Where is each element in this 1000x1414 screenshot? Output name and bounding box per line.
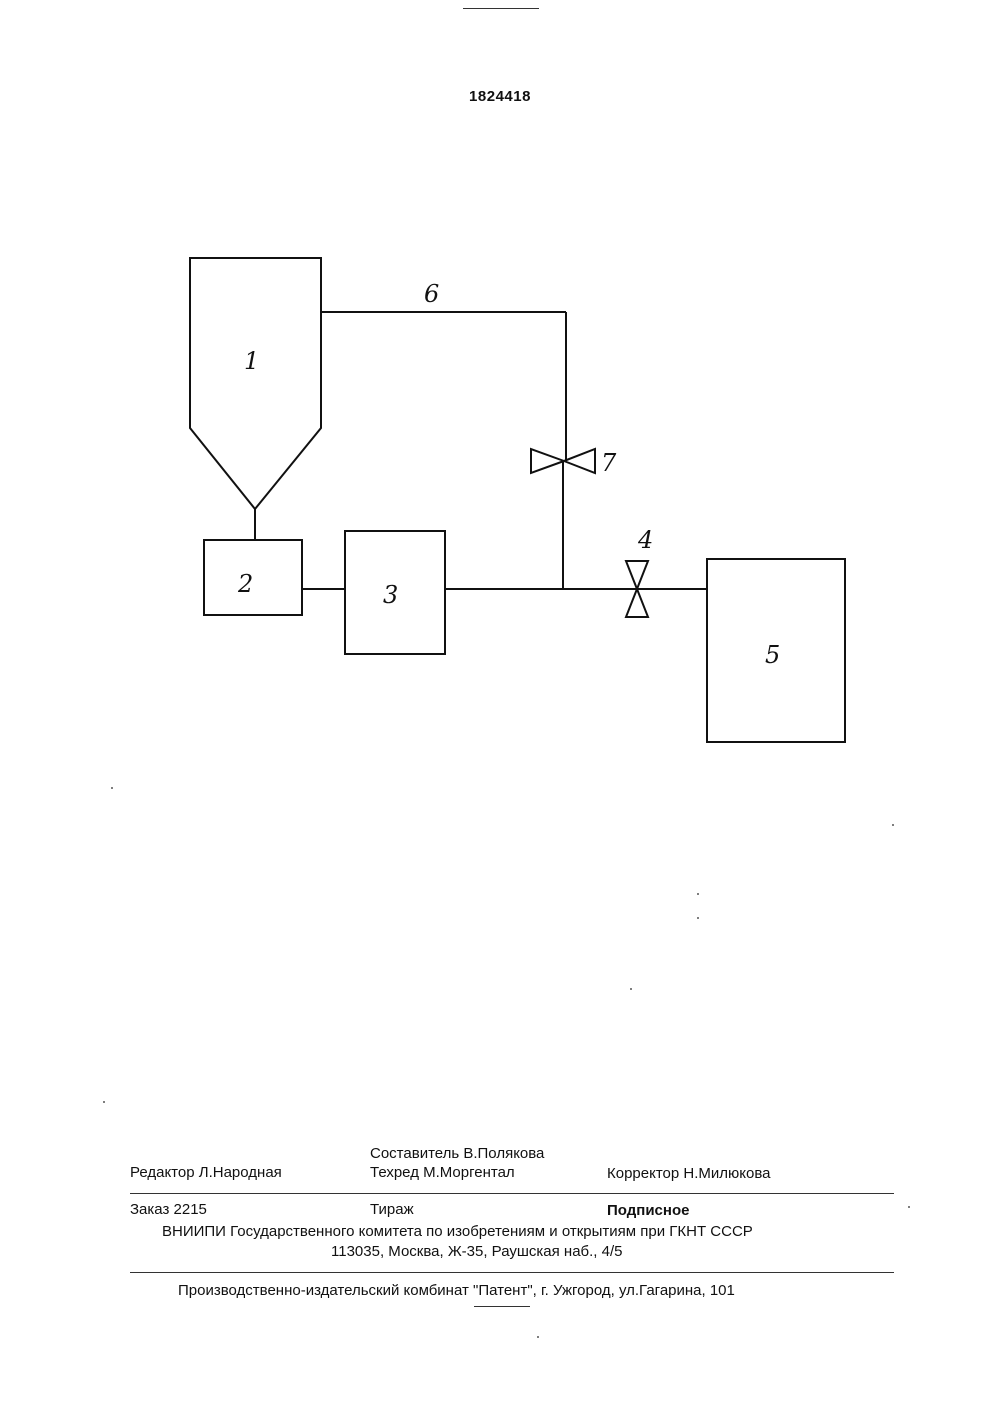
callout-6: 6 [424, 280, 439, 308]
scan-speck [111, 787, 113, 789]
callout-4: 4 [637, 526, 653, 554]
imprint-corrector: Корректор Н.Милюкова [607, 1165, 770, 1182]
scan-speck [103, 1101, 105, 1103]
callout-2: 2 [237, 570, 253, 598]
callout-5: 5 [765, 641, 780, 669]
imprint-circulation: Тираж [370, 1201, 414, 1218]
imprint-techeditor: Техред М.Моргентал [370, 1164, 515, 1181]
imprint-institute: ВНИИПИ Государственного комитета по изоб… [162, 1223, 753, 1240]
imprint-subscription: Подписное [607, 1202, 689, 1219]
imprint-rule-bottom [130, 1272, 894, 1273]
hopper-1 [190, 258, 321, 509]
imprint-order: Заказ 2215 [130, 1201, 207, 1218]
imprint-compiler: Составитель В.Полякова [370, 1145, 544, 1162]
imprint-rule-top [130, 1193, 894, 1194]
imprint-editor: Редактор Л.Народная [130, 1164, 282, 1181]
scan-speck [908, 1206, 910, 1208]
callout-1: 1 [244, 347, 259, 375]
scan-speck [537, 1336, 539, 1338]
callout-3: 3 [383, 581, 398, 609]
scan-speck [697, 917, 699, 919]
scan-speck [630, 988, 632, 990]
imprint-address: 113035, Москва, Ж-35, Раушская наб., 4/5 [331, 1243, 623, 1260]
bottom-short-rule [474, 1306, 530, 1307]
scan-speck [697, 893, 699, 895]
imprint-publisher: Производственно-издательский комбинат "П… [178, 1282, 735, 1299]
scan-speck [892, 824, 894, 826]
callout-7: 7 [601, 449, 617, 477]
